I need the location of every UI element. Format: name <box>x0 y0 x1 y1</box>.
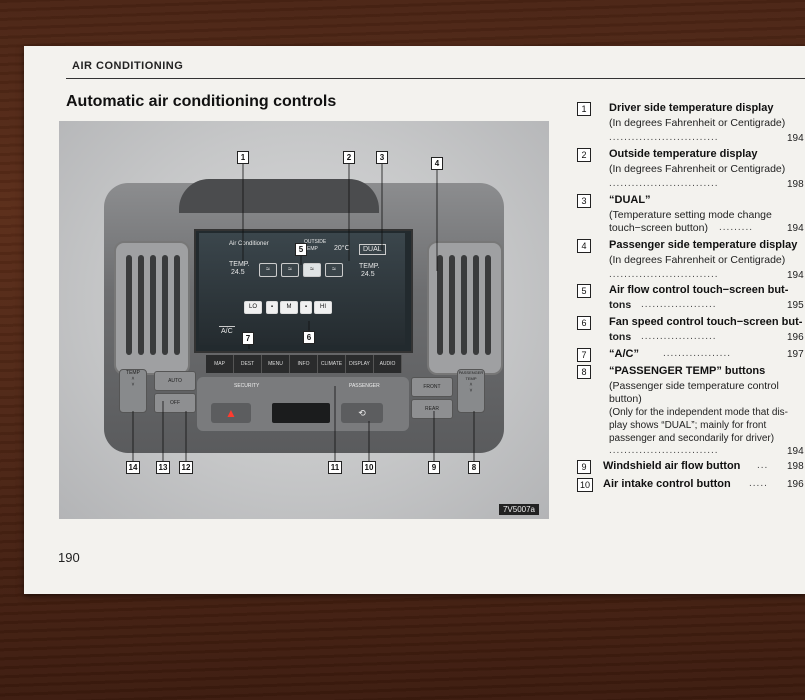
outside-temp-value: 20°C <box>334 245 350 252</box>
callout-13: 13 <box>156 461 170 474</box>
page-heading: Automatic air conditioning controls <box>66 93 337 110</box>
callout-6: 6 <box>303 331 315 344</box>
audio-button[interactable]: AUDIO <box>374 355 402 373</box>
recirculate-icon: ⟲ <box>358 408 366 418</box>
info-button[interactable]: INFO <box>290 355 318 373</box>
callout-14: 14 <box>126 461 140 474</box>
driver-temp-value: 24.5 <box>231 269 245 276</box>
display-button[interactable]: DISPLAY <box>346 355 374 373</box>
callout-2: 2 <box>343 151 355 164</box>
left-air-vent <box>114 241 190 375</box>
airflow-feet-defrost-button[interactable]: ≈ <box>325 263 343 277</box>
front-defrost-button[interactable]: FRONT <box>411 377 453 397</box>
page-number: 190 <box>58 550 80 565</box>
callout-3: 3 <box>376 151 388 164</box>
auto-button[interactable]: AUTO <box>154 371 196 391</box>
right-air-vent <box>427 241 503 375</box>
off-button[interactable]: OFF <box>154 393 196 413</box>
ac-label: Air Conditioner <box>229 241 269 247</box>
ac-button[interactable]: A/C <box>219 326 235 335</box>
screen-hood <box>179 179 379 213</box>
callout-9: 9 <box>428 461 440 474</box>
driver-temp-label: TEMP. <box>229 261 250 268</box>
fan-step-2-button[interactable]: ▪ <box>266 301 278 314</box>
outside-temp-label: OUTSIDE TEMP <box>304 239 327 252</box>
dest-button[interactable]: DEST <box>234 355 262 373</box>
menu-button[interactable]: MENU <box>262 355 290 373</box>
callout-8: 8 <box>468 461 480 474</box>
air-intake-button[interactable]: ⟲ <box>341 403 383 423</box>
passenger-temp-value: 24.5 <box>361 271 375 278</box>
section-title: AIR CONDITIONING <box>72 60 184 72</box>
passenger-temp-button[interactable]: PASSENGER TEMP˄˅ <box>457 369 485 413</box>
passenger-label: PASSENGER <box>349 383 380 389</box>
fan-m-button[interactable]: M <box>280 301 298 314</box>
airflow-feet-button[interactable]: ≈ <box>303 263 321 277</box>
hazard-button[interactable]: ▲ <box>211 403 251 423</box>
fan-step-4-button[interactable]: ▪ <box>300 301 312 314</box>
airflow-bilevel-button[interactable]: ≈ <box>281 263 299 277</box>
passenger-temp-label: TEMP. <box>359 263 380 270</box>
manual-page: AIR CONDITIONING Automatic air condition… <box>24 46 805 594</box>
hazard-icon: ▲ <box>225 406 237 420</box>
rear-defrost-button[interactable]: REAR <box>411 399 453 419</box>
map-button[interactable]: MAP <box>206 355 234 373</box>
fan-hi-button[interactable]: HI <box>314 301 332 314</box>
clock-display <box>272 403 330 423</box>
menu-button-row: MAP DEST MENU INFO CLIMATE DISPLAY AUDIO <box>206 355 402 373</box>
climate-button[interactable]: CLIMATE <box>318 355 346 373</box>
driver-temp-button[interactable]: TEMP˄˅ <box>119 369 147 413</box>
callout-1: 1 <box>237 151 249 164</box>
security-label: SECURITY <box>234 383 260 389</box>
callout-12: 12 <box>179 461 193 474</box>
callout-4: 4 <box>431 157 443 170</box>
leader-lines <box>132 163 475 461</box>
callout-5: 5 <box>295 243 307 256</box>
figure-code: 7V5007a <box>498 504 539 515</box>
callout-10: 10 <box>362 461 376 474</box>
callout-11: 11 <box>328 461 342 474</box>
controls-illustration: Air Conditioner TEMP. 24.5 OUTSIDE TEMP … <box>59 121 549 519</box>
callout-7: 7 <box>242 332 254 345</box>
dual-button[interactable]: DUAL <box>359 244 386 255</box>
header-rule <box>66 78 805 79</box>
airflow-face-button[interactable]: ≈ <box>259 263 277 277</box>
fan-lo-button[interactable]: LO <box>244 301 262 314</box>
